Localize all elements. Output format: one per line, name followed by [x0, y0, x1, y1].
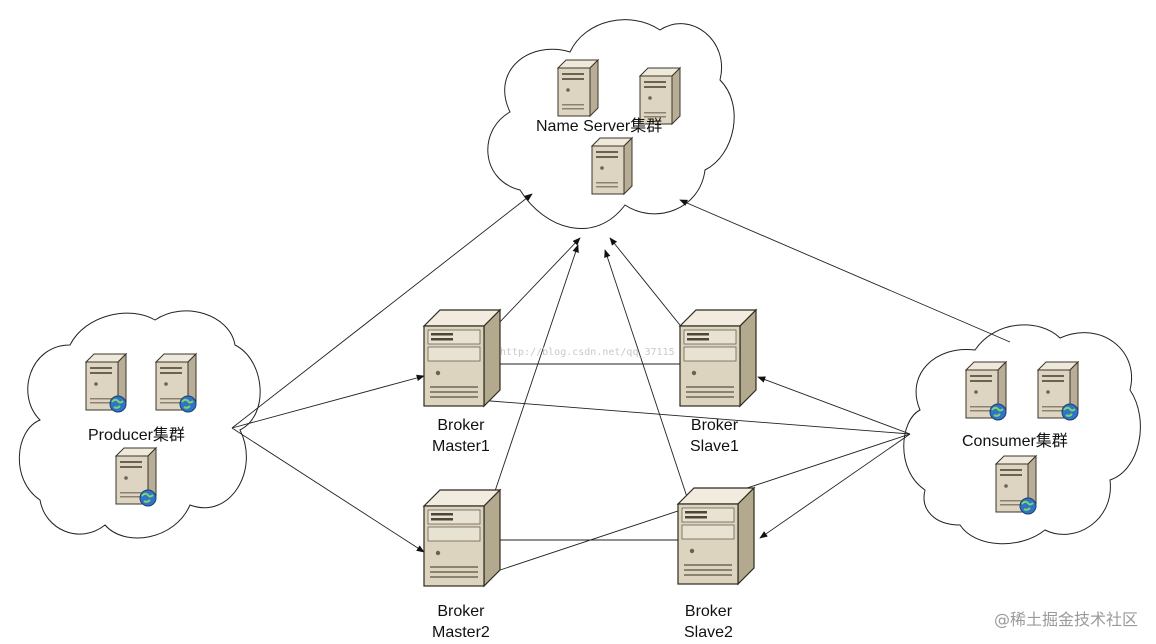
- producer-cluster-label: Producer集群: [88, 427, 185, 444]
- arrow-consumer-to-slave1: [757, 376, 911, 435]
- connection-arrows: [231, 193, 1011, 577]
- arrow-consumer-to-nameserver: [679, 199, 1011, 343]
- arrow-slave2-to-nameserver: [604, 249, 689, 501]
- broker-master2-label: Broker Master2: [432, 601, 490, 643]
- arrow-master2-to-nameserver: [491, 244, 579, 501]
- broker-slave2-line1: Broker: [684, 603, 733, 620]
- broker-master2-line1: Broker: [437, 603, 485, 620]
- nameserver-cluster-label: Name Server集群: [536, 118, 663, 135]
- broker-slave2-label: Broker Slave2: [684, 601, 733, 643]
- producer-server-icon: [156, 354, 196, 412]
- broker-slave1-server-icon: [679, 309, 757, 407]
- arrow-producer-to-master2: [231, 427, 425, 553]
- arrow-producer-to-master1: [231, 374, 425, 429]
- nameserver-server-icon: [591, 137, 633, 195]
- consumer-cloud: [903, 324, 1141, 545]
- juejin-watermark: @稀土掘金技术社区: [993, 610, 1138, 629]
- broker-slave2-server-icon: [677, 487, 755, 585]
- consumer-server-icon: [996, 456, 1036, 514]
- arrow-master1-to-nameserver: [496, 237, 581, 326]
- producer-server-icon: [86, 354, 126, 412]
- broker-master1-line1: Broker: [437, 417, 485, 434]
- broker-slave2-line2: Slave2: [684, 624, 733, 641]
- broker-master2-server-icon: [423, 489, 501, 587]
- broker-master1-label: Broker Master1: [432, 415, 490, 457]
- broker-master1-server-icon: [423, 309, 501, 407]
- consumer-cluster-label: Consumer集群: [962, 433, 1068, 450]
- consumer-server-icon: [1038, 362, 1078, 420]
- broker-slave1-label: Broker Slave1: [690, 415, 739, 457]
- producer-server-icon: [116, 448, 156, 506]
- producer-cloud: [18, 310, 261, 539]
- broker-slave1-line2: Slave1: [690, 438, 739, 455]
- nameserver-server-icon: [557, 59, 599, 117]
- consumer-server-icon: [966, 362, 1006, 420]
- arrow-consumer-to-master1: [477, 397, 911, 435]
- broker-slave1-line1: Broker: [690, 417, 739, 434]
- broker-master2-line2: Master2: [432, 624, 490, 641]
- arrow-producer-to-nameserver: [231, 193, 533, 429]
- faint-url-watermark: http://blog.csdn.net/qq_37115: [500, 347, 675, 358]
- arrow-consumer-to-slave2: [759, 433, 911, 539]
- broker-master1-line2: Master1: [432, 438, 490, 455]
